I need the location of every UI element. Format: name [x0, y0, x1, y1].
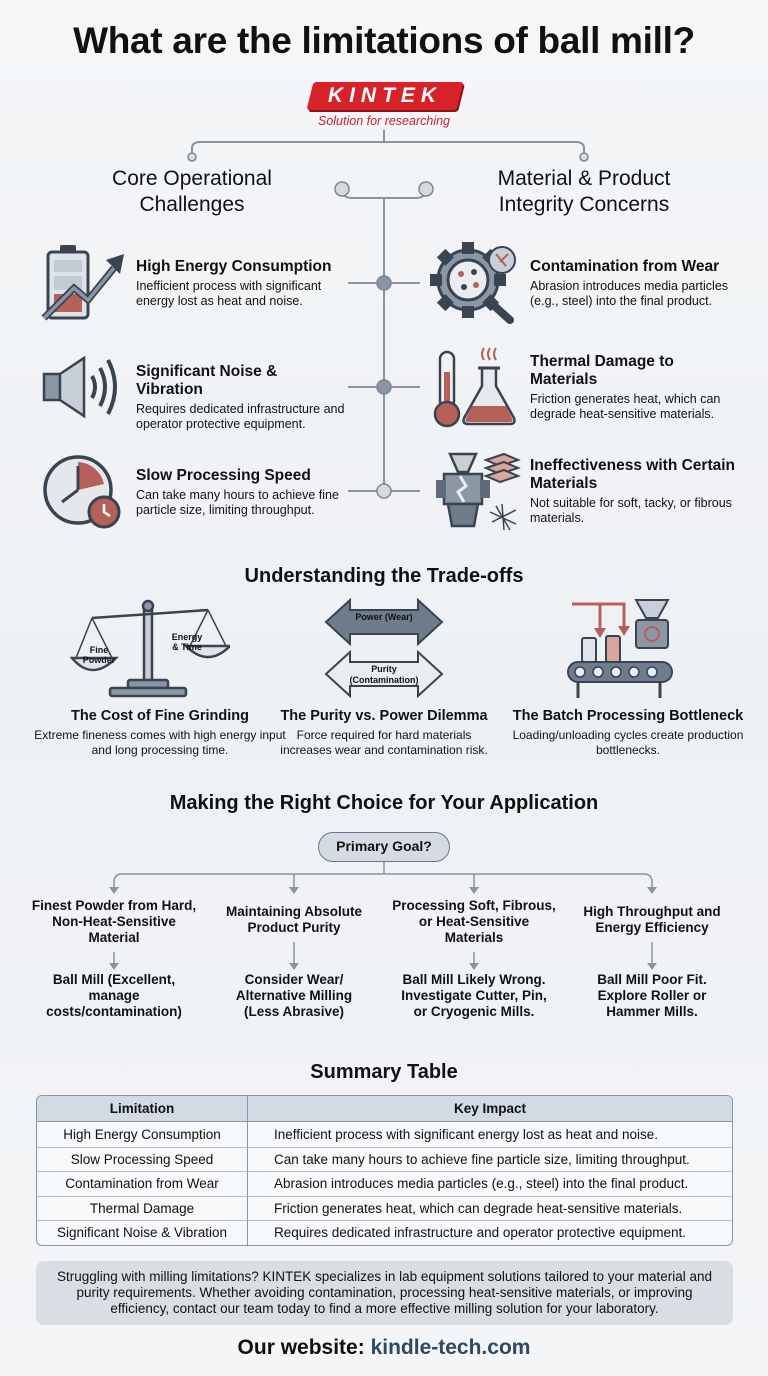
- branch-goal: Finest Powder from Hard, Non-Heat-Sensit…: [31, 898, 197, 945]
- column-header: Key Impact: [248, 1096, 732, 1122]
- table-row: High Energy Consumption Inefficient proc…: [37, 1122, 732, 1147]
- mill-grinder-icon: [436, 452, 521, 531]
- tradeoff-title: The Cost of Fine Grinding: [70, 708, 249, 724]
- balance-scale-icon: [70, 599, 230, 698]
- primary-goal-node: Primary Goal?: [318, 832, 450, 862]
- branch-result: Ball Mill Likely Wrong. Investigate Cutt…: [401, 972, 547, 1019]
- clock-icon: [43, 455, 121, 529]
- table-cell: Abrasion introduces media particles (e.g…: [248, 1171, 732, 1196]
- thermometer-flask-icon: [433, 347, 516, 428]
- table-cell: Thermal Damage: [37, 1195, 248, 1220]
- branch-result: Ball Mill (Excellent, manage costs/conta…: [46, 972, 182, 1019]
- table-row: Slow Processing Speed Can take many hour…: [37, 1146, 732, 1172]
- column-header: Limitation: [37, 1096, 248, 1122]
- tradeoff-title: The Batch Processing Bottleneck: [512, 708, 744, 724]
- speaker-icon: [42, 355, 117, 419]
- table-row: Significant Noise & Vibration Requires d…: [37, 1220, 732, 1245]
- scale-label-left: Fine Powder: [82, 645, 116, 665]
- left-item-desc: Can take many hours to achieve fine part…: [136, 488, 339, 517]
- choice-heading: Making the Right Choice for Your Applica…: [169, 792, 599, 814]
- summary-table: Limitation Key Impact High Energy Consum…: [36, 1095, 733, 1246]
- right-item-desc: Friction generates heat, which can degra…: [530, 392, 721, 421]
- branch-goal: Processing Soft, Fibrous, or Heat-Sensit…: [392, 898, 556, 945]
- right-item-title: Thermal Damage to Materials: [530, 353, 674, 388]
- table-cell: Slow Processing Speed: [37, 1146, 248, 1171]
- left-item-speed: Slow Processing Speed Can take many hour…: [136, 467, 348, 518]
- left-item-title: High Energy Consumption: [136, 258, 332, 275]
- logo-name: KINTEK: [327, 84, 443, 107]
- tradeoff-card-purity: The Purity vs. Power Dilemma Force requi…: [272, 708, 496, 758]
- connector-lines: [187, 130, 589, 499]
- right-item-desc: Not suitable for soft, tacky, or fibrous…: [530, 496, 732, 525]
- cta-box: Struggling with milling limitations? KIN…: [36, 1261, 733, 1325]
- right-item-thermal: Thermal Damage to Materials Friction gen…: [530, 353, 744, 422]
- table-cell: Inefficient process with significant ene…: [274, 1126, 658, 1142]
- left-item-desc: Requires dedicated infrastructure and op…: [136, 402, 345, 431]
- tradeoff-card-batch: The Batch Processing Bottleneck Loading/…: [506, 708, 750, 758]
- table-header-row: Limitation Key Impact: [37, 1096, 732, 1122]
- branch-result: Ball Mill Poor Fit. Explore Roller or Ha…: [597, 972, 707, 1019]
- website-line: Our website: kindle-tech.com: [0, 1336, 768, 1360]
- page-title: What are the limitations of ball mill?: [73, 20, 695, 61]
- arrow-label-power: Power (Wear): [355, 612, 413, 622]
- conveyor-icon: [567, 599, 673, 698]
- kintek-logo[interactable]: KINTEK Solution for researching: [300, 80, 468, 130]
- table-row: Thermal Damage Friction generates heat, …: [37, 1195, 732, 1221]
- arrow-label-purity: Purity (Contamination): [349, 664, 419, 685]
- branch-goal: Maintaining Absolute Product Purity: [226, 904, 362, 935]
- left-item-energy: High Energy Consumption Inefficient proc…: [136, 258, 348, 309]
- tradeoff-desc: Extreme fineness comes with high energy …: [34, 728, 286, 757]
- right-item-title: Ineffectiveness with Certain Materials: [530, 457, 736, 492]
- table-cell: Significant Noise & Vibration: [37, 1220, 248, 1245]
- tradeoff-desc: Force required for hard materials increa…: [280, 728, 488, 757]
- decision-tree-lines: [109, 862, 657, 970]
- table-cell: Can take many hours to achieve fine part…: [248, 1146, 732, 1172]
- table-cell: Requires dedicated infrastructure and op…: [248, 1220, 732, 1245]
- right-item-ineffective: Ineffectiveness with Certain Materials N…: [530, 457, 744, 526]
- battery-chart-icon: [41, 245, 124, 321]
- left-item-title: Slow Processing Speed: [136, 467, 311, 484]
- table-cell: Friction generates heat, which can degra…: [248, 1195, 732, 1221]
- tradeoff-desc: Loading/unloading cycles create producti…: [512, 728, 744, 757]
- left-item-desc: Inefficient process with significant ene…: [136, 279, 322, 308]
- website-label: Our website:: [237, 1336, 365, 1359]
- logo-tagline: Solution for researching: [317, 114, 451, 128]
- table-row: Contamination from Wear Abrasion introdu…: [37, 1171, 732, 1196]
- tradeoffs-heading: Understanding the Trade-offs: [244, 565, 524, 587]
- gear-magnifier-icon: [430, 242, 516, 324]
- branch-goal: High Throughput and Energy Efficiency: [583, 904, 721, 935]
- table-cell: High Energy Consumption: [37, 1122, 248, 1147]
- summary-heading: Summary Table: [310, 1061, 458, 1083]
- scale-label-right: Energy & Time: [171, 632, 203, 652]
- right-item-contamination: Contamination from Wear Abrasion introdu…: [530, 258, 744, 309]
- left-column-heading: Core Operational Challenges: [112, 167, 272, 216]
- tradeoff-title: The Purity vs. Power Dilemma: [280, 708, 488, 724]
- table-cell: Contamination from Wear: [37, 1171, 248, 1196]
- right-item-desc: Abrasion introduces media particles (e.g…: [530, 279, 729, 308]
- right-column-heading: Material & Product Integrity Concerns: [497, 167, 671, 216]
- left-item-title: Significant Noise & Vibration: [136, 363, 278, 398]
- branch-result: Consider Wear/ Alternative Milling (Less…: [235, 972, 353, 1019]
- left-item-noise: Significant Noise & Vibration Requires d…: [136, 363, 348, 432]
- double-arrows-icon: [324, 597, 444, 699]
- right-item-title: Contamination from Wear: [530, 258, 720, 275]
- tradeoff-card-cost: The Cost of Fine Grinding Extreme finene…: [30, 708, 290, 758]
- website-link[interactable]: kindle-tech.com: [370, 1336, 531, 1359]
